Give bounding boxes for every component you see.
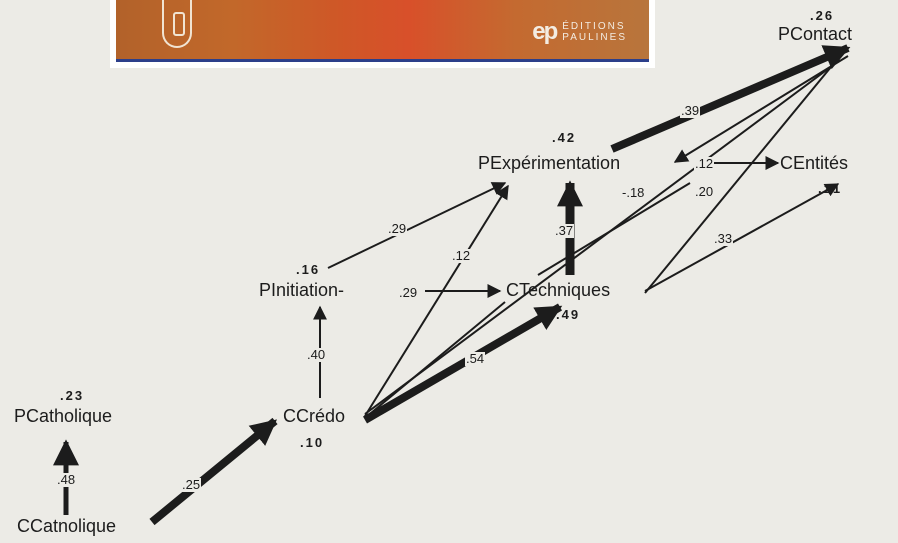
arrow-ccatholique-ccredo	[149, 417, 278, 526]
r2-ccredo: .10	[300, 435, 325, 450]
coef-ctechniques-pcontact: .20	[694, 184, 715, 199]
r2-pcontact: .26	[810, 8, 835, 23]
arrow-pcontact-pexperimentation	[673, 55, 849, 163]
coef-ccatholique-ccredo: .25	[181, 477, 202, 492]
r2-pinitiation: .16	[296, 262, 321, 277]
publisher-mark: ep ÉDITIONS PAULINES	[532, 18, 627, 46]
publisher-line-1: ÉDITIONS	[562, 21, 626, 32]
arrow-pinitiation-pexperimentation	[327, 182, 507, 269]
coef-pinitiation-pexperimentation: .29	[387, 221, 408, 236]
r2-ctechniques: .49	[556, 307, 581, 322]
r2-centites: .21	[818, 181, 843, 196]
node-pcontact: PContact	[778, 24, 853, 44]
arrow-ccredo-ctechniques	[362, 303, 563, 424]
node-ccatholique: CCatnolique	[17, 516, 117, 536]
r2-pcatholique: .23	[60, 388, 85, 403]
node-pcatholique: PCatholique	[14, 406, 113, 426]
r2-pexperimentation: .42	[552, 130, 577, 145]
node-pinitiation: PInitiation-	[259, 280, 345, 300]
book-cover-strip: ep ÉDITIONS PAULINES	[110, 0, 655, 68]
publisher-logo: ep	[532, 18, 558, 45]
coef-ccatholique-pcatholique: .48	[56, 472, 77, 487]
coef-pexperimentation-centites: .12	[694, 156, 715, 171]
publisher-line-2: PAULINES	[562, 32, 627, 43]
node-centites: CEntités	[780, 153, 849, 173]
coef-ctechniques-pexperimentation-neg: -.18	[621, 185, 646, 200]
arrow-ctechniques-centites	[644, 183, 840, 292]
arrow-ctechniques-pexperimentation-neg	[537, 182, 691, 276]
cover-artwork: ep ÉDITIONS PAULINES	[116, 0, 649, 62]
cover-seal-icon	[162, 0, 192, 48]
node-ctechniques: CTechniques	[506, 280, 611, 300]
arrow-ccredo-pexperimentation	[364, 184, 509, 417]
arrow-ccredo-ctechniques-thin	[364, 301, 506, 419]
coef-pexperimentation-pcontact: .39	[680, 103, 701, 118]
node-pexperimentation: PExpérimentation	[478, 153, 621, 173]
coef-ccredo-ctechniques: .54	[465, 351, 486, 366]
node-ccredo: CCrédo	[283, 406, 346, 426]
publisher-name: ÉDITIONS PAULINES	[562, 21, 627, 43]
seal-glyph-icon	[173, 12, 185, 36]
coef-ccredo-pinitiation: .40	[306, 347, 327, 362]
coef-pinitiation-ctechniques: .29	[398, 285, 419, 300]
coef-ctechniques-pexperimentation: .37	[554, 223, 575, 238]
coef-ccredo-pexperimentation: .12	[451, 248, 472, 263]
arrow-ctechniques-pcontact	[644, 55, 841, 294]
arrow-pexperimentation-pcontact	[610, 44, 851, 153]
coef-ctechniques-centites: .33	[713, 231, 734, 246]
